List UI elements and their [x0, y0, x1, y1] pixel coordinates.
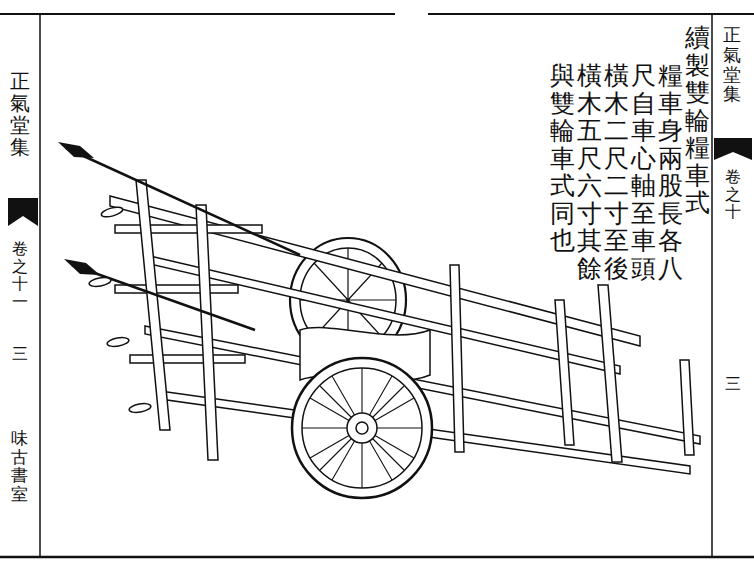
- cross-bar: [130, 355, 245, 363]
- text-column: 橫木二尺二寸至後: [604, 62, 629, 282]
- wheel-hub: [347, 413, 377, 443]
- page-number: 三: [725, 375, 741, 393]
- spear-head: [64, 259, 100, 275]
- volume-number: 卷之十: [725, 168, 741, 221]
- spear-shaft: [66, 148, 300, 255]
- front-wheel-rim: [302, 368, 422, 488]
- blade: [106, 336, 129, 348]
- book-title: 正氣堂集: [723, 26, 741, 105]
- volume-number: 卷之十一: [12, 240, 28, 310]
- blade: [88, 276, 111, 288]
- slat: [598, 285, 622, 462]
- frame-line: [428, 13, 754, 15]
- wheel-spokes: [302, 368, 422, 488]
- margin-line: [711, 14, 713, 557]
- slat: [555, 300, 574, 445]
- page-number: 三: [12, 345, 28, 363]
- blade: [128, 402, 151, 414]
- front-wheel: [292, 358, 432, 498]
- book-title: 正氣堂集: [10, 70, 30, 158]
- text-column: 橫木五尺六寸其餘: [577, 62, 602, 282]
- frame-line: [0, 13, 395, 15]
- margin-line: [39, 14, 41, 557]
- hub-flower: [356, 422, 368, 434]
- slat: [680, 360, 694, 455]
- fish-tail-mark: [714, 138, 752, 160]
- text-column: 糧車身兩股長各八: [658, 62, 683, 282]
- post: [136, 180, 170, 430]
- fish-tail-mark: [8, 198, 38, 226]
- text-column: 尺自車心軸至車頭: [631, 62, 656, 282]
- text-column: 與雙輪車式同也: [550, 62, 575, 255]
- publisher: 味古書室: [11, 430, 28, 505]
- frame-line: [0, 556, 754, 559]
- heading-column: 續製雙輪糧車式: [685, 24, 710, 217]
- spear-head: [58, 142, 94, 158]
- blade: [100, 205, 123, 218]
- slat: [450, 265, 464, 452]
- post: [196, 205, 218, 460]
